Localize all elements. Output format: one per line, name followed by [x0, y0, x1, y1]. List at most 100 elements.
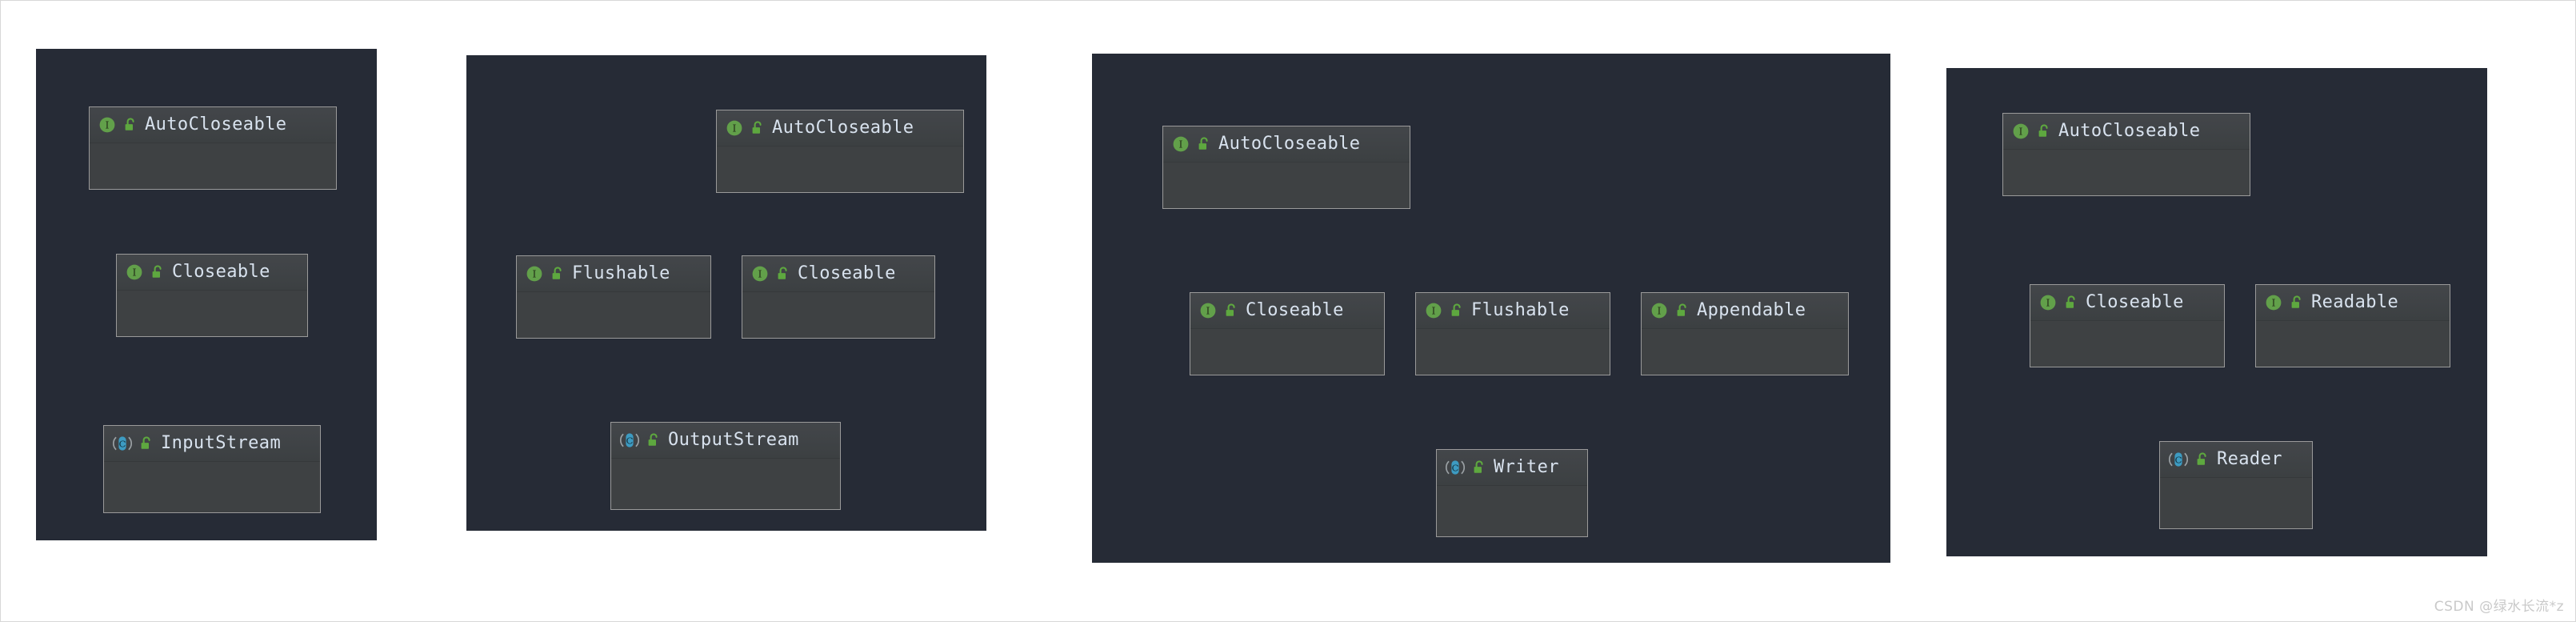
uml-box-members: [1642, 329, 1848, 375]
uml-box-name: InputStream: [161, 433, 282, 453]
p3-flushable[interactable]: I Flushable: [1415, 292, 1610, 375]
uml-box-name: AutoCloseable: [145, 114, 287, 134]
interface-icon: I: [1172, 135, 1190, 153]
uml-box-members: [611, 459, 840, 509]
unlocked-padlock-icon: [750, 120, 765, 136]
unlocked-padlock-icon: [150, 264, 165, 280]
uml-box-members: [2030, 321, 2224, 367]
unlocked-padlock-icon: [646, 432, 661, 448]
unlocked-padlock-icon: [2195, 451, 2210, 468]
unlocked-padlock-icon: [139, 435, 154, 451]
unlocked-padlock-icon: [2064, 295, 2078, 311]
svg-text:I: I: [533, 268, 537, 280]
p1-inputstream[interactable]: C InputStream: [103, 425, 321, 513]
uml-box-members: [2003, 150, 2250, 195]
p2-autocloseable[interactable]: I AutoCloseable: [716, 110, 964, 193]
p1-autocloseable[interactable]: I AutoCloseable: [89, 106, 337, 190]
uml-box-name: Writer: [1494, 457, 1559, 477]
svg-text:I: I: [2046, 297, 2050, 309]
svg-text:I: I: [758, 268, 762, 280]
p3-closeable[interactable]: I Closeable: [1190, 292, 1385, 375]
unlocked-padlock-icon: [1675, 303, 1690, 319]
unlocked-padlock-icon: [2290, 295, 2304, 311]
unlocked-padlock-icon: [1197, 136, 1211, 152]
svg-text:I: I: [106, 119, 110, 131]
p3-writer[interactable]: C Writer: [1436, 449, 1588, 537]
unlocked-padlock-icon: [2037, 123, 2051, 139]
p4-readable[interactable]: I Readable: [2255, 284, 2450, 367]
uml-box-name: AutoCloseable: [772, 118, 914, 138]
uml-box-title: I Flushable: [517, 256, 710, 292]
uml-box-members: [742, 292, 934, 338]
uml-box-name: Appendable: [1697, 300, 1806, 320]
svg-text:I: I: [1179, 138, 1183, 150]
interface-icon: I: [126, 263, 143, 281]
uml-box-title: I AutoCloseable: [2003, 114, 2250, 150]
p3-appendable[interactable]: I Appendable: [1641, 292, 1849, 375]
svg-text:C: C: [2175, 454, 2182, 465]
uml-box-members: [1437, 486, 1587, 536]
uml-box-members: [717, 146, 963, 192]
unlocked-padlock-icon: [1224, 303, 1238, 319]
uml-box-title: C Writer: [1437, 450, 1587, 486]
uml-box-members: [90, 143, 336, 189]
uml-box-title: I Closeable: [2030, 285, 2224, 321]
uml-box-name: Closeable: [1246, 300, 1344, 320]
p3-autocloseable[interactable]: I AutoCloseable: [1162, 126, 1410, 209]
unlocked-padlock-icon: [123, 117, 138, 133]
uml-box-name: Flushable: [1471, 300, 1570, 320]
unlocked-padlock-icon: [776, 266, 790, 282]
uml-box-name: AutoCloseable: [2058, 121, 2201, 141]
interface-icon: I: [526, 265, 543, 283]
uml-box-name: Closeable: [2086, 292, 2184, 312]
class-icon: C: [113, 435, 132, 452]
uml-box-members: [104, 462, 320, 512]
watermark-text: CSDN @绿水长流*z: [2434, 599, 2564, 615]
uml-box-members: [1416, 329, 1610, 375]
interface-icon: I: [2265, 294, 2282, 311]
interface-icon: I: [726, 119, 743, 137]
svg-text:I: I: [1658, 305, 1662, 317]
uml-box-name: Closeable: [798, 263, 896, 283]
uml-box-members: [2160, 478, 2312, 528]
uml-box-title: I Closeable: [742, 256, 934, 292]
p4-autocloseable[interactable]: I AutoCloseable: [2002, 113, 2250, 196]
class-icon: C: [2169, 451, 2188, 468]
interface-icon: I: [98, 116, 116, 134]
svg-text:I: I: [1206, 305, 1210, 317]
uml-box-title: I AutoCloseable: [90, 107, 336, 143]
svg-text:I: I: [2019, 126, 2023, 138]
interface-icon: I: [751, 265, 769, 283]
interface-icon: I: [2039, 294, 2057, 311]
svg-text:I: I: [2272, 297, 2276, 309]
uml-box-title: I Closeable: [1190, 293, 1384, 329]
p2-flushable[interactable]: I Flushable: [516, 255, 711, 339]
svg-text:I: I: [1432, 305, 1436, 317]
svg-text:C: C: [1452, 462, 1459, 473]
uml-box-name: Flushable: [572, 263, 670, 283]
uml-box-members: [2256, 321, 2450, 367]
uml-box-name: OutputStream: [668, 430, 799, 450]
uml-box-title: I Readable: [2256, 285, 2450, 321]
uml-box-members: [517, 292, 710, 338]
interface-icon: I: [2012, 122, 2030, 140]
uml-box-title: I Appendable: [1642, 293, 1848, 329]
svg-text:I: I: [733, 122, 737, 134]
uml-box-title: C InputStream: [104, 426, 320, 462]
interface-icon: I: [1650, 302, 1668, 319]
p4-closeable[interactable]: I Closeable: [2030, 284, 2225, 367]
uml-box-title: I AutoCloseable: [1163, 126, 1410, 163]
svg-text:C: C: [119, 438, 126, 449]
p2-closeable[interactable]: I Closeable: [742, 255, 935, 339]
unlocked-padlock-icon: [550, 266, 565, 282]
uml-box-name: AutoCloseable: [1218, 134, 1361, 154]
uml-box-name: Readable: [2311, 292, 2399, 312]
interface-icon: I: [1425, 302, 1442, 319]
